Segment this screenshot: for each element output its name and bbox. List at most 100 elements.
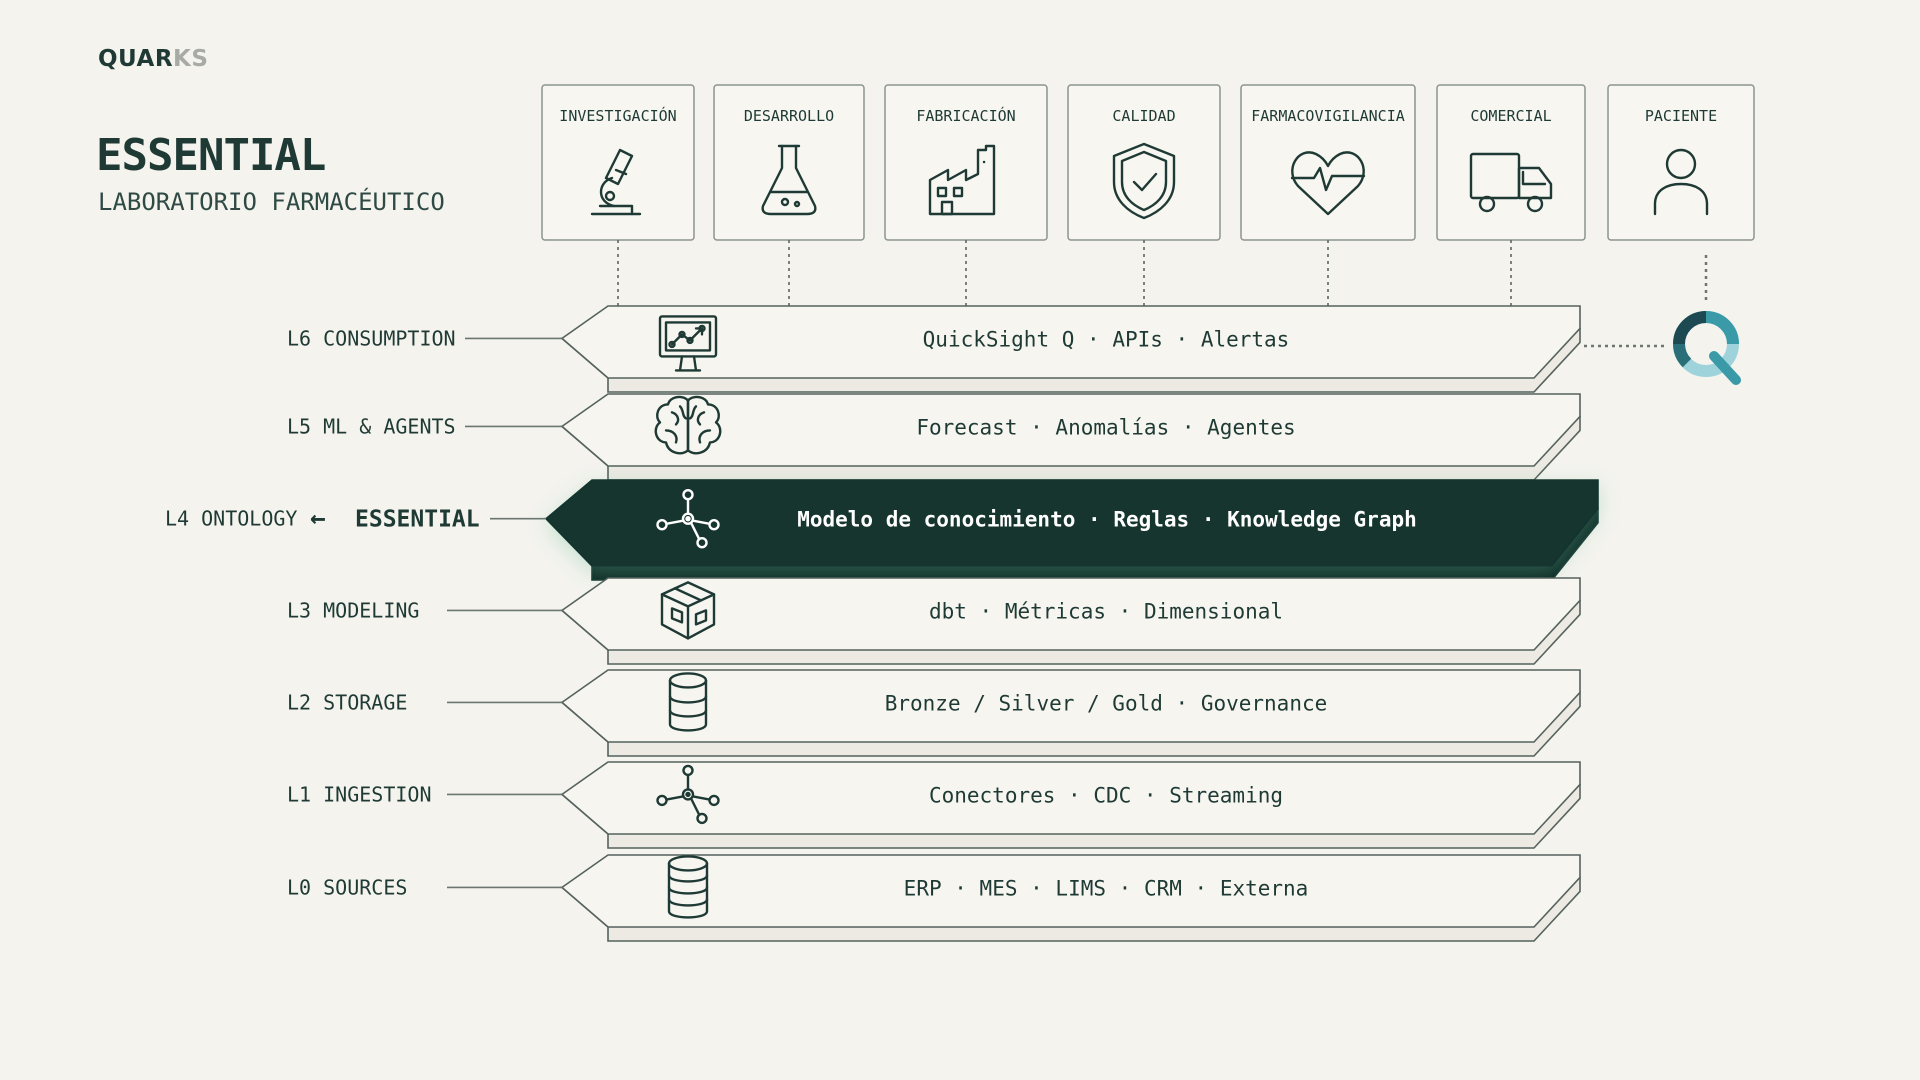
- department-label: CALIDAD: [1112, 107, 1175, 125]
- layer-slab-face: [560, 854, 1581, 928]
- department-label: DESARROLLO: [744, 107, 834, 125]
- layer-label: L6 CONSUMPTION: [287, 326, 456, 350]
- layer-item: APIs: [1112, 327, 1163, 351]
- microscope-icon: [590, 148, 642, 216]
- item-separator: ·: [1182, 876, 1220, 900]
- layer-item: ERP: [904, 876, 942, 900]
- layer-l2[interactable]: L2 STORAGE Bronze / Silver / Gold · Gover…: [287, 669, 1581, 757]
- layer-item: Forecast: [916, 415, 1017, 439]
- item-separator: ·: [967, 599, 1005, 623]
- layer-l5[interactable]: L5 ML & AGENTS Forecast · Anomalías · Age…: [287, 393, 1581, 481]
- person-icon: [1653, 148, 1709, 216]
- layer-slab-face: [560, 577, 1581, 651]
- layer-l3[interactable]: L3 MODELING dbt · Métricas · Dimensional: [287, 577, 1581, 665]
- department-label: INVESTIGACIÓN: [559, 106, 676, 125]
- item-separator: ·: [1163, 327, 1201, 351]
- quicksight-q-icon[interactable]: [1673, 311, 1741, 385]
- layer-item: Knowledge Graph: [1227, 508, 1417, 532]
- layer-l1[interactable]: L1 INGESTION Conectores · CDC · Streaming: [287, 761, 1581, 849]
- brain-icon: [654, 395, 722, 455]
- truck-icon: [1469, 152, 1553, 213]
- monitor-chart-icon: [658, 315, 718, 372]
- layer-item: Bronze / Silver / Gold: [885, 691, 1163, 715]
- layer-items: dbt · Métricas · Dimensional: [929, 599, 1283, 623]
- department-label: PACIENTE: [1645, 107, 1717, 125]
- arrow-left-icon: ←: [310, 504, 326, 534]
- flask-icon: [761, 144, 817, 216]
- item-separator: ·: [1189, 508, 1227, 532]
- layer-item: Modelo de conocimiento: [797, 508, 1075, 532]
- layer-item: Externa: [1220, 876, 1309, 900]
- item-separator: ·: [1055, 783, 1093, 807]
- layer-item: QuickSight Q: [923, 327, 1075, 351]
- graph-node-icon: [656, 764, 720, 825]
- item-separator: ·: [942, 876, 980, 900]
- card-frame: [1607, 84, 1755, 241]
- cube-icon: [660, 581, 716, 640]
- database-icon: [668, 672, 708, 732]
- layer-l6[interactable]: L6 CONSUMPTION QuickSight Q · APIs · Aler…: [287, 305, 1581, 393]
- department-label: FABRICACIÓN: [916, 106, 1015, 125]
- layer-items: Modelo de conocimiento · Reglas · Knowle…: [797, 508, 1417, 532]
- item-separator: ·: [1163, 691, 1201, 715]
- layer-l0[interactable]: L0 SOURCES ERP · MES · LIMS · CRM · Exter…: [287, 854, 1581, 942]
- layer-slab-face: [560, 393, 1581, 467]
- department-card-6[interactable]: COMERCIAL: [1436, 84, 1586, 241]
- essential-highlight: ESSENTIAL: [355, 507, 480, 533]
- layer-slab-face: [560, 669, 1581, 743]
- layer-items: Bronze / Silver / Gold · Governance: [885, 691, 1328, 715]
- department-card-7[interactable]: PACIENTE: [1607, 84, 1755, 241]
- item-separator: ·: [1017, 415, 1055, 439]
- layer-label: L0 SOURCES: [287, 875, 407, 899]
- layer-slab-face: [560, 761, 1581, 835]
- item-separator: ·: [1075, 508, 1113, 532]
- heart-pulse-icon: [1290, 151, 1366, 216]
- layer-label: L3 MODELING: [287, 598, 419, 622]
- layer-item: Agentes: [1207, 415, 1296, 439]
- layer-item: LIMS: [1055, 876, 1106, 900]
- graph-node-icon: [656, 489, 720, 549]
- layer-slab-face: [544, 479, 1599, 567]
- item-separator: ·: [1074, 327, 1112, 351]
- department-card-2[interactable]: DESARROLLO: [713, 84, 865, 241]
- layer-item: CDC: [1093, 783, 1131, 807]
- layer-label: L2 STORAGE: [287, 690, 407, 714]
- database-stack-icon: [667, 855, 709, 919]
- layer-item: Conectores: [929, 783, 1055, 807]
- layer-l4[interactable]: L4 ONTOLOGY ← ESSENTIAL Modelo de conocimie…: [165, 479, 1599, 581]
- layer-items: ERP · MES · LIMS · CRM · Externa: [904, 876, 1309, 900]
- layer-items: Conectores · CDC · Streaming: [929, 783, 1283, 807]
- department-label: FARMACOVIGILANCIA: [1251, 107, 1405, 125]
- item-separator: ·: [1106, 876, 1144, 900]
- layer-item: Governance: [1201, 691, 1327, 715]
- factory-icon: [928, 144, 996, 216]
- item-separator: ·: [1017, 876, 1055, 900]
- department-card-4[interactable]: CALIDAD: [1067, 84, 1221, 241]
- logo-accent: KS: [173, 46, 209, 72]
- layer-item: Reglas: [1113, 508, 1189, 532]
- department-label: COMERCIAL: [1470, 107, 1551, 125]
- shield-check-icon: [1112, 142, 1176, 220]
- layer-item: dbt: [929, 599, 967, 623]
- item-separator: ·: [1106, 599, 1144, 623]
- layer-item: Anomalías: [1055, 415, 1169, 439]
- layer-items: QuickSight Q · APIs · Alertas: [923, 327, 1290, 351]
- page-subtitle: LABORATORIO FARMACÉUTICO: [98, 188, 445, 216]
- department-card-5[interactable]: FARMACOVIGILANCIA: [1240, 84, 1416, 241]
- logo-main: QUAR: [98, 46, 174, 72]
- layer-item: MES: [980, 876, 1018, 900]
- department-card-1[interactable]: INVESTIGACIÓN: [541, 84, 695, 241]
- layer-item: Dimensional: [1144, 599, 1283, 623]
- layer-label: L1 INGESTION: [287, 782, 432, 806]
- layer-label: L5 ML & AGENTS: [287, 414, 456, 438]
- department-card-3[interactable]: FABRICACIÓN: [884, 84, 1048, 241]
- layer-item: Streaming: [1169, 783, 1283, 807]
- item-separator: ·: [1169, 415, 1207, 439]
- layer-items: Forecast · Anomalías · Agentes: [916, 415, 1295, 439]
- layer-item: CRM: [1144, 876, 1182, 900]
- layer-label: L4 ONTOLOGY: [165, 507, 297, 531]
- item-separator: ·: [1131, 783, 1169, 807]
- layer-item: Métricas: [1005, 599, 1106, 623]
- layer-slab-face: [560, 305, 1581, 379]
